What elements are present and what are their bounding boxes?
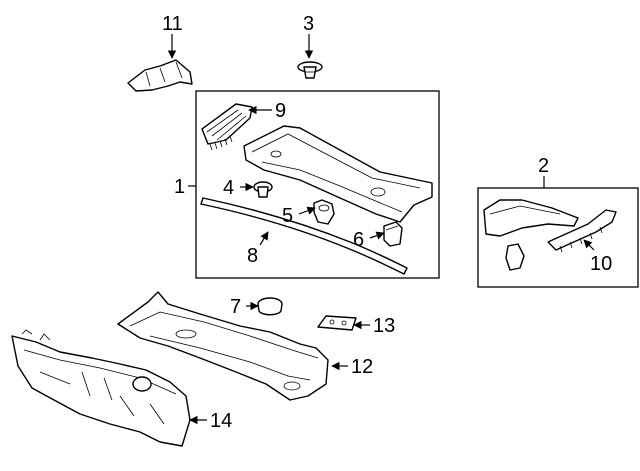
assembly-box-2 xyxy=(477,187,639,288)
callout-4: 4 xyxy=(223,177,234,199)
callout-5: 5 xyxy=(282,205,293,227)
leader-5 xyxy=(298,206,316,215)
part-12-cowl-top xyxy=(117,291,329,401)
part-7-plug xyxy=(257,297,283,316)
callout-1: 1 xyxy=(174,176,185,198)
leader-6 xyxy=(369,231,385,240)
part-1-cowl-panel xyxy=(243,125,433,223)
callout-10: 10 xyxy=(590,253,612,275)
callout-9: 9 xyxy=(275,100,286,122)
callout-12: 12 xyxy=(351,356,373,378)
callout-13: 13 xyxy=(373,315,395,337)
part-10-seal xyxy=(547,209,617,253)
part-8-weatherstrip xyxy=(200,197,408,275)
callout-3: 3 xyxy=(303,13,314,35)
part-3-clip xyxy=(297,61,323,79)
part-4-bolt xyxy=(253,181,273,198)
part-13-pad xyxy=(317,315,357,331)
part-9-seal xyxy=(201,103,253,151)
callout-2: 2 xyxy=(538,155,549,177)
callout-14: 14 xyxy=(210,410,232,432)
callout-8: 8 xyxy=(247,245,258,267)
part-14-dash-panel xyxy=(11,329,191,447)
callout-11: 11 xyxy=(162,13,183,35)
callout-7: 7 xyxy=(230,296,241,318)
callout-6: 6 xyxy=(353,229,364,251)
part-5-grommet xyxy=(313,199,335,225)
leader-8 xyxy=(259,231,269,246)
part-2-cowl-assembly xyxy=(483,199,579,271)
part-11-bracket xyxy=(127,59,193,92)
part-6-pad xyxy=(383,221,403,247)
assembly-box-1 xyxy=(195,90,440,279)
leader-10 xyxy=(583,239,595,251)
